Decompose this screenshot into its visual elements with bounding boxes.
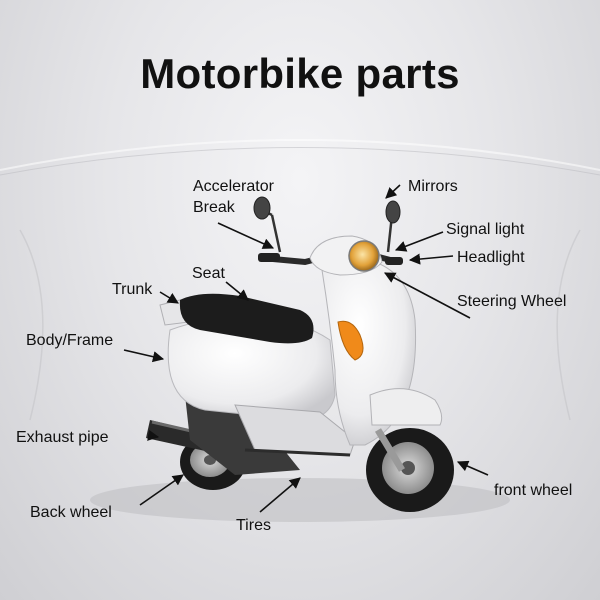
arrow-mirrors — [385, 184, 401, 199]
page-title: Motorbike parts — [140, 50, 460, 97]
arrow-trunk — [159, 291, 179, 304]
label-signal-light: Signal light — [446, 221, 525, 238]
seat-shape — [179, 293, 314, 344]
floorboard-shape — [234, 404, 356, 456]
arrow-headlight — [408, 253, 454, 265]
front-fork-shape — [374, 428, 406, 472]
arrow-front-wheel — [456, 460, 489, 476]
label-seat: Seat — [192, 265, 225, 282]
label-trunk: Trunk — [112, 281, 153, 298]
label-steering-wheel: Steering Wheel — [457, 293, 567, 310]
label-tires: Tires — [236, 517, 271, 534]
arrow-signal-light — [394, 231, 444, 252]
arrow-tires — [259, 477, 301, 513]
label-mirrors: Mirrors — [408, 178, 458, 195]
label-body-frame: Body/Frame — [26, 332, 114, 349]
pointer-arrows — [123, 184, 489, 513]
arrow-body-frame — [123, 349, 165, 363]
label-accelerator: Accelerator — [193, 178, 274, 195]
signal-light-shape — [337, 320, 364, 361]
label-front-wheel: front wheel — [494, 482, 573, 499]
label-break: Break — [193, 199, 235, 216]
label-headlight: Headlight — [457, 249, 525, 266]
arrow-steering-wheel — [384, 272, 471, 319]
engine-shape — [185, 395, 300, 475]
background-curves — [0, 139, 600, 421]
label-back-wheel: Back wheel — [30, 504, 112, 521]
mirrors-shape — [253, 196, 401, 253]
arrow-accelerator — [217, 222, 275, 249]
arrow-back-wheel — [139, 474, 184, 506]
front-wheel-shape — [366, 428, 454, 512]
headlight-shape — [348, 240, 380, 272]
arrow-seat — [225, 281, 249, 301]
front-fender-shape — [369, 388, 443, 426]
arrow-exhaust-pipe — [147, 429, 160, 441]
label-exhaust-pipe: Exhaust pipe — [16, 429, 109, 446]
